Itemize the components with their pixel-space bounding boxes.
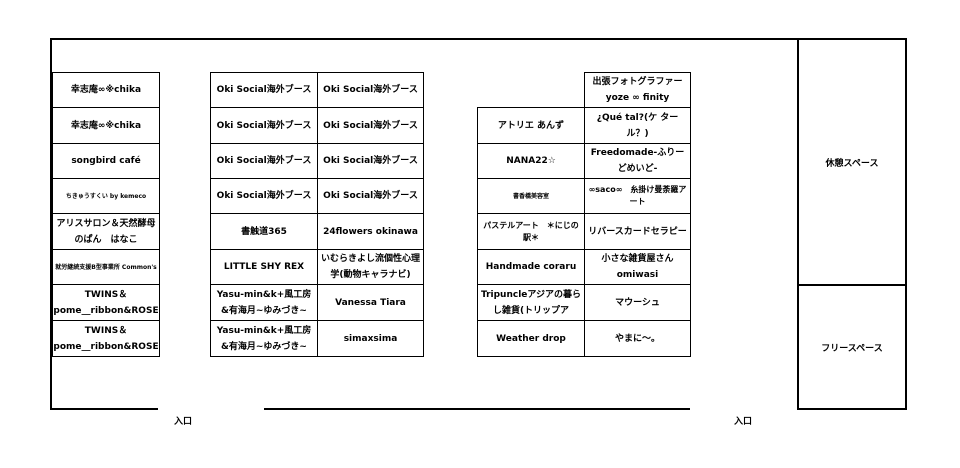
booth-col1-1: 幸志庵∞※chika (52, 72, 160, 108)
entrance-label-left: 入口 (174, 417, 193, 427)
booth-col1-5: アリスサロン＆天然酵母のぱん はなこ (52, 213, 160, 250)
booth-col3-6: いむらきよし流個性心理学(動物キャラナビ) (317, 249, 424, 285)
booth-col3-2: Oki Social海外ブース (317, 107, 424, 144)
booth-col5-8: やまに〜。 (584, 320, 691, 357)
entrance-label-right: 入口 (734, 417, 753, 427)
booth-col3-7: Vanessa Tiara (317, 284, 424, 321)
booth-col4-7: Weather drop (477, 320, 585, 357)
rest-area: 休憩スペース (797, 38, 907, 286)
booth-col2-7: Yasu-min&k+風工房&有海月~ゆみづき~ (210, 284, 318, 321)
booth-col1-3: songbird café (52, 143, 160, 179)
booth-col5-2: ¿Qué tal?(ケ ター ル？) (584, 107, 691, 144)
booth-col5-7: マウーシュ (584, 284, 691, 321)
booth-col2-4: Oki Social海外ブース (210, 178, 318, 214)
hall-top-wall (50, 38, 907, 40)
booth-col2-3: Oki Social海外ブース (210, 143, 318, 179)
booth-col2-5: 書触道365 (210, 213, 318, 250)
booth-col5-3: Freedomade-ふりーどめいど- (584, 143, 691, 179)
booth-col1-4: ちきゅうすくい by kemeco (52, 178, 160, 214)
booth-col4-5: Handmade coraru (477, 249, 585, 285)
free-space-area: フリースペース (797, 284, 907, 410)
booth-col5-6: 小さな雑貨屋さん omiwasi (584, 249, 691, 285)
hall-bottom-wall-middle (264, 408, 690, 410)
hall-left-wall (50, 38, 52, 410)
booth-col3-5: 24flowers okinawa (317, 213, 424, 250)
booth-col2-8: Yasu-min&k+風工房&有海月~ゆみづき~ (210, 320, 318, 357)
booth-col4-2: NANA22☆ (477, 143, 585, 179)
booth-col3-4: Oki Social海外ブース (317, 178, 424, 214)
booth-col5-5: リバースカードセラピー (584, 213, 691, 250)
booth-col5-1: 出張フォトグラファー yoze ∞ finity (584, 72, 691, 108)
booth-col1-7: TWINS＆pome__ribbon&ROSE (52, 284, 160, 321)
booth-col2-2: Oki Social海外ブース (210, 107, 318, 144)
rest-area-label: 休憩スペース (825, 158, 879, 169)
booth-col2-1: Oki Social海外ブース (210, 72, 318, 108)
free-space-label: フリースペース (821, 343, 883, 354)
booth-col4-6: Tripuncleアジアの暮らし雑貨(トリップア (477, 284, 585, 321)
booth-col1-6: 就労継続支援B型事業所 Common's (52, 249, 160, 285)
booth-col3-1: Oki Social海外ブース (317, 72, 424, 108)
booth-col2-6: LITTLE SHY REX (210, 249, 318, 285)
booth-col1-2: 幸志庵∞※chika (52, 107, 160, 144)
booth-col4-1: アトリエ あんず (477, 107, 585, 144)
booth-col4-3: 書香橋美容室 (477, 178, 585, 214)
booth-col5-4: ∞saco∞ 糸掛け曼荼羅アート (584, 178, 691, 214)
hall-bottom-wall-left (50, 408, 158, 410)
booth-col4-4: パステルアート ＊にじの駅＊ (477, 213, 585, 250)
booth-col3-8: simaxsima (317, 320, 424, 357)
booth-col1-8: TWINS＆pome__ribbon&ROSE (52, 320, 160, 357)
booth-col3-3: Oki Social海外ブース (317, 143, 424, 179)
